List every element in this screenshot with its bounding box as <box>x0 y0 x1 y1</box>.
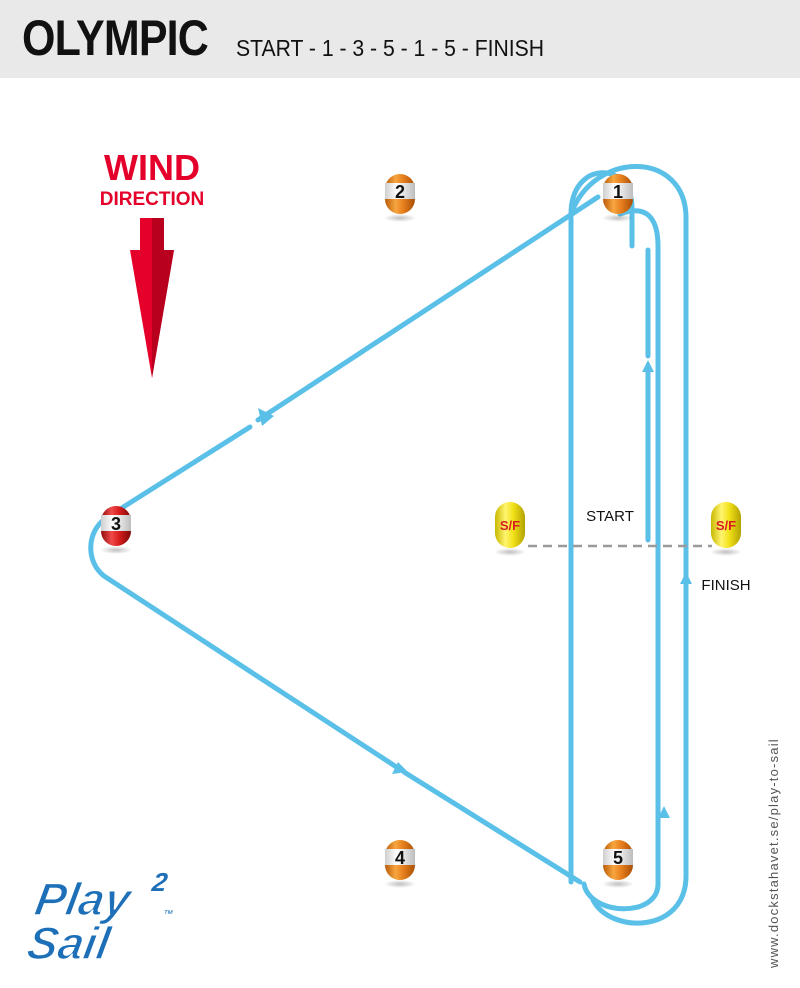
loop-inner-left <box>571 173 632 882</box>
wind-label: WIND <box>104 147 200 188</box>
wind-indicator: WIND DIRECTION <box>100 147 205 378</box>
logo-superscript: 2 <box>149 867 170 897</box>
leg-1-to-3-segment-b <box>106 427 250 518</box>
buoy-2: 2 <box>384 174 416 222</box>
logo-tm: ™ <box>162 909 174 920</box>
wind-direction-label: DIRECTION <box>100 189 205 210</box>
sf-left-label: S/F <box>500 518 520 533</box>
mark-4-label: 4 <box>395 848 405 868</box>
arrow-start-leg <box>642 360 654 372</box>
mark-2-label: 2 <box>395 182 405 202</box>
mark-3-label: 3 <box>111 514 121 534</box>
buoy-3: 3 <box>100 506 132 554</box>
buoy-sf-right: S/F <box>710 502 742 556</box>
wind-arrow-shade <box>152 218 174 378</box>
course-arrows <box>258 360 692 818</box>
mark-1-label: 1 <box>613 182 623 202</box>
sf-right-label: S/F <box>716 518 736 533</box>
leg-1-to-3-segment-a <box>258 197 598 420</box>
buoy-5: 5 <box>602 840 634 888</box>
buoy-1: 1 <box>602 174 634 222</box>
buoy-4: 4 <box>384 840 416 888</box>
leg-3-to-5-segment-a <box>91 518 398 768</box>
credit-url: www.dockstahavet.se/play-to-sail <box>766 738 781 969</box>
leg-3-to-5-segment-b <box>404 772 580 882</box>
play-to-sail-logo: Play 2 Sail ™ <box>23 867 181 969</box>
mark-5-label: 5 <box>613 848 623 868</box>
arrow-finish-leg <box>680 572 692 584</box>
logo-sail: Sail <box>23 917 115 969</box>
buoy-sf-left: S/F <box>494 502 526 556</box>
start-label: START <box>586 508 634 525</box>
finish-label: FINISH <box>701 577 750 594</box>
